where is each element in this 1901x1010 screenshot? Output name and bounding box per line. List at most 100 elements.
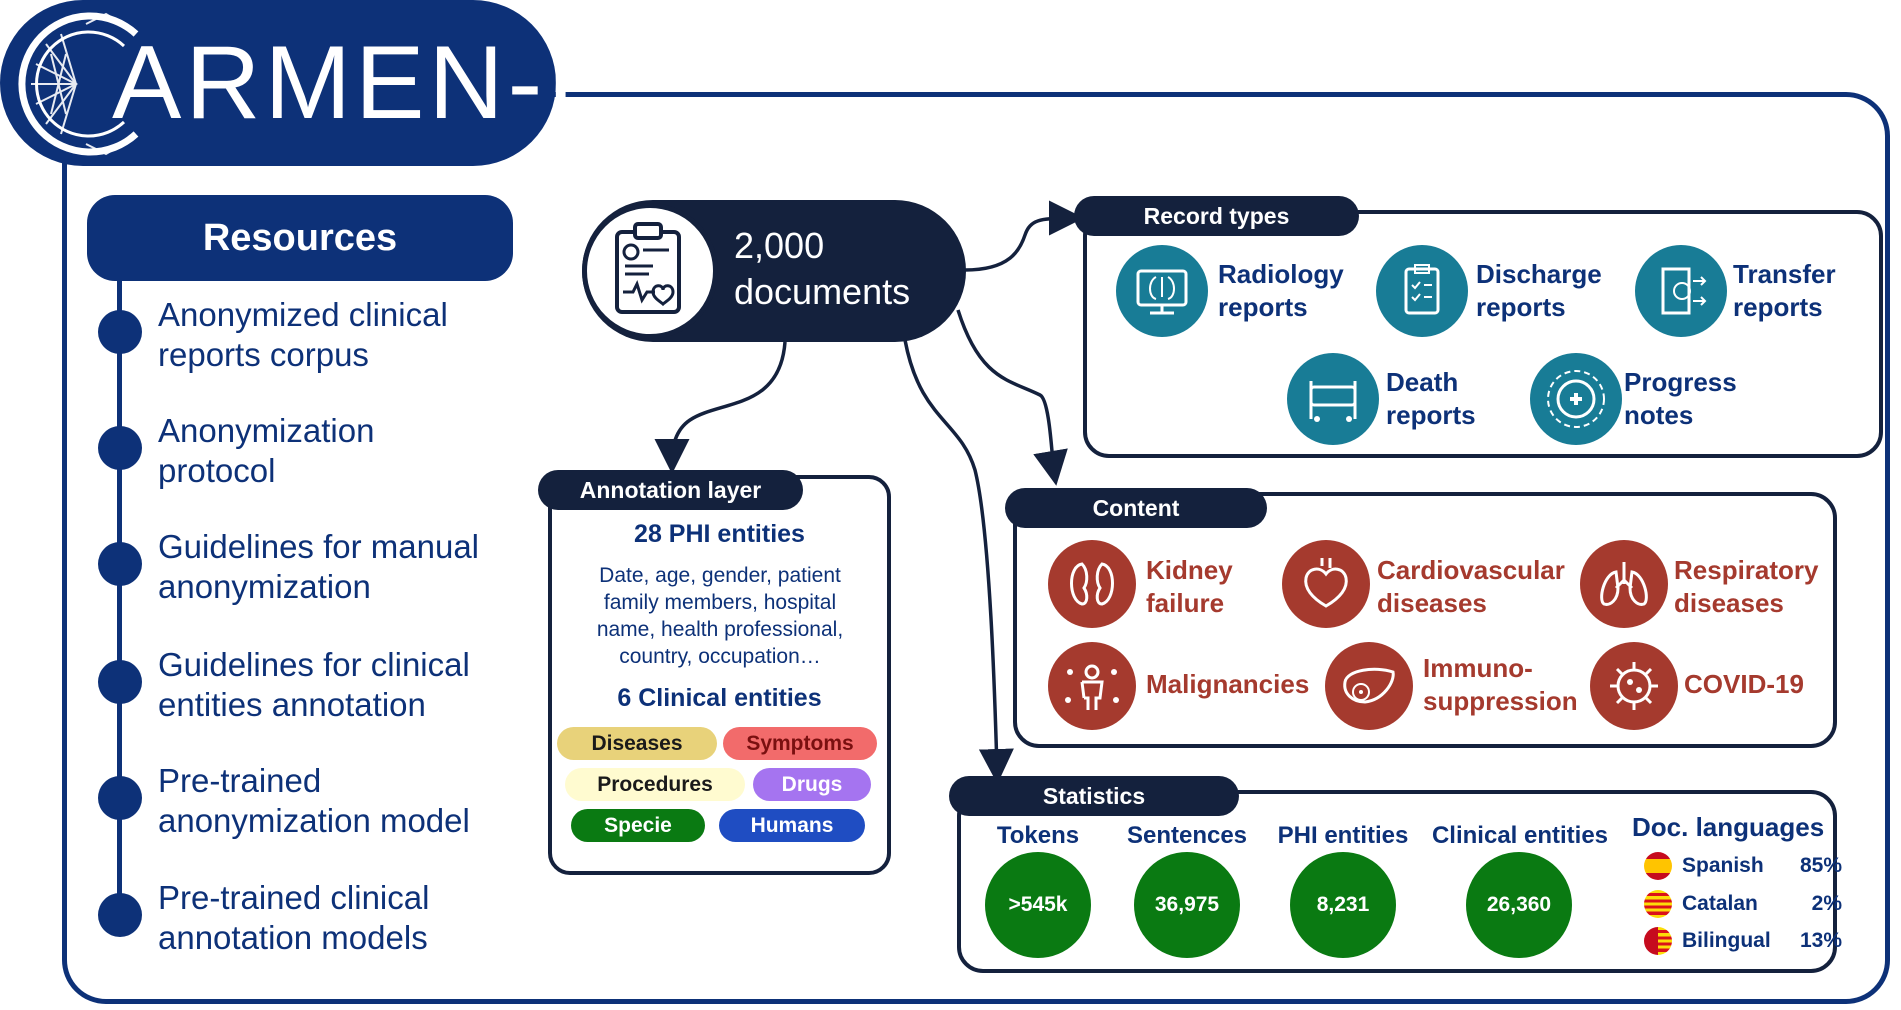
timeline-dot bbox=[98, 310, 142, 354]
phi-desc-line: name, health professional, bbox=[596, 618, 844, 641]
language-name: Catalan bbox=[1682, 892, 1758, 915]
language-pct: 2% bbox=[1811, 892, 1842, 915]
spain-flag-icon bbox=[1644, 852, 1672, 880]
resource-item-line2: protocol bbox=[158, 452, 276, 489]
resource-item: Pre-trained clinical annotation models bbox=[158, 878, 518, 958]
stat-value-tokens: >545k bbox=[985, 852, 1091, 958]
stat-head-sentences: Sentences bbox=[1126, 822, 1248, 849]
record-type-line1: Transfer bbox=[1733, 259, 1836, 289]
clipboard-checklist-icon bbox=[1376, 245, 1468, 337]
virus-icon bbox=[1590, 642, 1678, 730]
phi-desc-line: Date, age, gender, patient bbox=[599, 564, 841, 587]
resource-item-line1: Guidelines for clinical bbox=[158, 646, 470, 683]
resource-item-line1: Anonymization bbox=[158, 412, 375, 449]
resource-item-line1: Anonymized clinical bbox=[158, 296, 448, 333]
documents-label: documents bbox=[734, 271, 911, 312]
door-exit-icon bbox=[1635, 245, 1727, 337]
clinical-entities-title: 6 Clinical entities bbox=[617, 684, 822, 712]
content-malignancies: Malignancies bbox=[1146, 668, 1309, 701]
language-pct: 85% bbox=[1799, 854, 1842, 877]
record-type-line2: notes bbox=[1624, 400, 1694, 430]
content-respiratory: Respiratory diseases bbox=[1674, 554, 1819, 620]
content-label: Content bbox=[1005, 488, 1267, 528]
heart-icon bbox=[1282, 540, 1370, 628]
content-line1: Immuno- bbox=[1423, 653, 1533, 683]
liver-icon bbox=[1325, 642, 1413, 730]
stat-value-sentences: 36,975 bbox=[1134, 852, 1240, 958]
timeline-dot bbox=[98, 660, 142, 704]
language-row-catalan: Catalan 2% bbox=[1644, 890, 1842, 918]
content-immunosuppression: Immuno- suppression bbox=[1423, 652, 1578, 718]
timeline-dot bbox=[98, 426, 142, 470]
record-type-line2: reports bbox=[1733, 292, 1823, 322]
content-line1: Respiratory bbox=[1674, 555, 1819, 585]
record-type-line2: reports bbox=[1218, 292, 1308, 322]
carmen-logo-icon bbox=[18, 12, 139, 156]
annotation-label: Annotation layer bbox=[538, 470, 803, 510]
record-type-progress: Progress notes bbox=[1624, 366, 1737, 432]
record-type-line2: reports bbox=[1476, 292, 1566, 322]
tag-humans: Humans bbox=[719, 809, 865, 842]
person-cancer-icon bbox=[1048, 642, 1136, 730]
resource-item: Anonymized clinical reports corpus bbox=[158, 295, 518, 375]
outer-frame bbox=[62, 92, 1890, 1004]
record-type-transfer: Transfer reports bbox=[1733, 258, 1836, 324]
resource-item-line2: entities annotation bbox=[158, 686, 426, 723]
record-type-line1: Death bbox=[1386, 367, 1459, 397]
timeline-dot bbox=[98, 776, 142, 820]
content-line2: failure bbox=[1146, 588, 1225, 618]
medical-cross-icon bbox=[1530, 353, 1622, 445]
content-cardiovascular: Cardiovascular diseases bbox=[1377, 554, 1565, 620]
content-line1: COVID-19 bbox=[1684, 669, 1804, 699]
record-type-line1: Progress bbox=[1624, 367, 1737, 397]
phi-entities-description: Date, age, gender, patient family member… bbox=[570, 562, 870, 670]
record-types-label: Record types bbox=[1074, 196, 1359, 236]
content-covid: COVID-19 bbox=[1684, 668, 1804, 701]
timeline-line bbox=[117, 280, 122, 930]
language-row-bilingual: Bilingual 13% bbox=[1644, 927, 1842, 955]
statistics-label: Statistics bbox=[949, 776, 1239, 816]
tag-symptoms: Symptoms bbox=[723, 727, 877, 760]
catalonia-flag-icon bbox=[1644, 890, 1672, 918]
content-line2: diseases bbox=[1674, 588, 1784, 618]
hospital-bed-icon bbox=[1287, 353, 1379, 445]
record-types-box bbox=[1083, 210, 1883, 458]
radiology-monitor-icon bbox=[1116, 245, 1208, 337]
content-box bbox=[1013, 492, 1837, 748]
resource-item-line1: Pre-trained bbox=[158, 762, 322, 799]
record-type-radiology: Radiology reports bbox=[1218, 258, 1344, 324]
resource-item: Pre-trained anonymization model bbox=[158, 761, 518, 841]
resource-item-line2: anonymization bbox=[158, 568, 371, 605]
content-line1: Kidney bbox=[1146, 555, 1233, 585]
content-line2: diseases bbox=[1377, 588, 1487, 618]
stat-head-phi: PHI entities bbox=[1277, 822, 1409, 849]
resource-item-line1: Pre-trained clinical bbox=[158, 879, 430, 916]
phi-entities-title: 28 PHI entities bbox=[634, 520, 805, 548]
stat-value-phi: 8,231 bbox=[1290, 852, 1396, 958]
stat-head-clinical: Clinical entities bbox=[1431, 822, 1609, 849]
phi-desc-line: country, occupation… bbox=[619, 645, 821, 668]
tag-diseases: Diseases bbox=[557, 727, 717, 760]
resource-item: Guidelines for manual anonymization bbox=[158, 527, 518, 607]
resource-item: Anonymization protocol bbox=[158, 411, 518, 491]
record-type-line1: Radiology bbox=[1218, 259, 1344, 289]
language-pct: 13% bbox=[1799, 929, 1842, 952]
resource-item: Guidelines for clinical entities annotat… bbox=[158, 645, 518, 725]
stat-head-tokens: Tokens bbox=[996, 822, 1080, 849]
lungs-icon bbox=[1580, 540, 1668, 628]
content-kidney: Kidney failure bbox=[1146, 554, 1233, 620]
clipboard-medical-icon bbox=[582, 203, 718, 339]
resource-item-line1: Guidelines for manual bbox=[158, 528, 480, 565]
tag-specie: Specie bbox=[571, 809, 705, 842]
phi-desc-line: family members, hospital bbox=[603, 591, 837, 614]
record-type-line2: reports bbox=[1386, 400, 1476, 430]
record-type-discharge: Discharge reports bbox=[1476, 258, 1602, 324]
statistics-box bbox=[957, 790, 1837, 973]
title-text: ARMEN-I bbox=[112, 25, 580, 141]
content-line1: Malignancies bbox=[1146, 669, 1310, 699]
resources-header: Resources bbox=[87, 195, 513, 281]
bilingual-flag-icon bbox=[1644, 927, 1672, 955]
content-line2: suppression bbox=[1423, 686, 1578, 716]
language-name: Spanish bbox=[1682, 854, 1764, 877]
